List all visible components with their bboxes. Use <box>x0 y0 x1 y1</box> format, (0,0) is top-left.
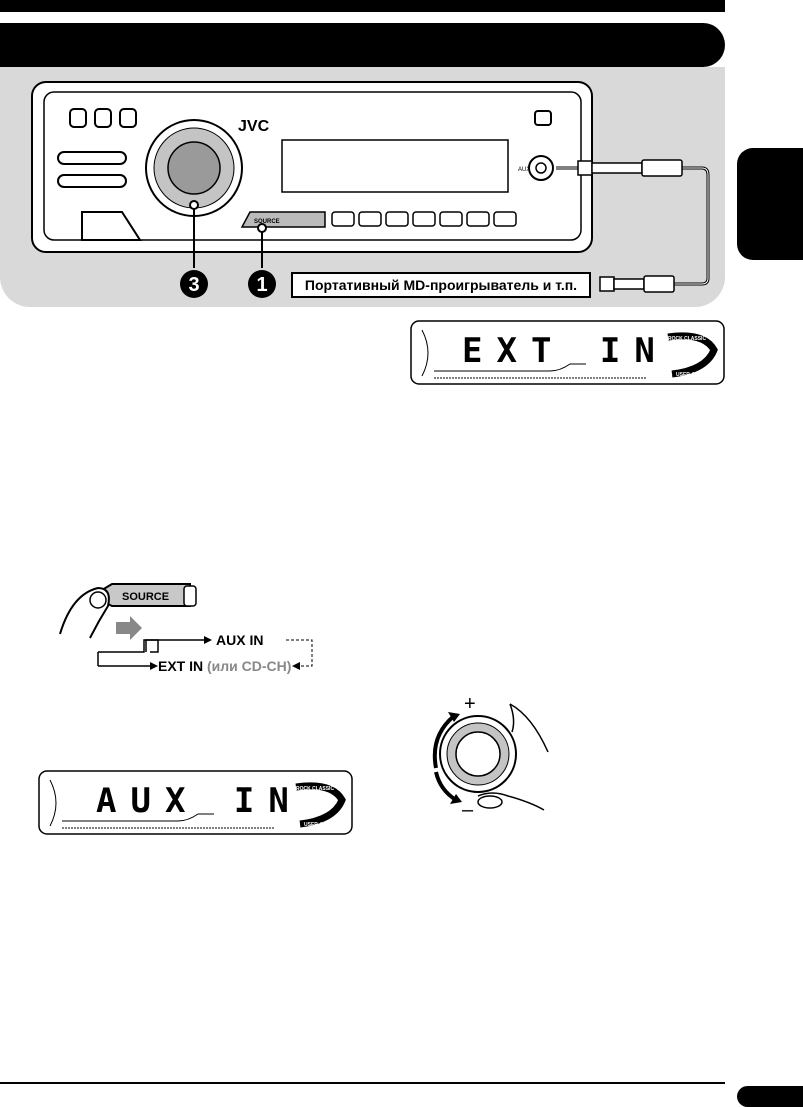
footer-rule <box>0 1082 725 1084</box>
source-button-label-large: SOURCE <box>122 591 169 603</box>
source-button-label: SOURCE <box>254 219 280 225</box>
lcd-aux-in-text: AUX IN <box>96 781 303 821</box>
mode-rock-classic-aux: ROCK CLASSIC <box>296 786 334 792</box>
flow-ext-in: EXT IN (или CD-CH) <box>158 658 291 674</box>
header-rule <box>0 0 725 12</box>
callout-step-1: 1 <box>256 274 267 296</box>
volume-plus-sign: + <box>464 693 476 715</box>
volume-dial-illustration: + – <box>432 693 549 821</box>
language-tab <box>737 148 803 260</box>
lcd-display-ext-in: EXT IN ROCK CLASSIC USER JAZZ <box>410 320 725 385</box>
flow-ext-in-alt: (или CD-CH) <box>207 658 291 674</box>
mode-rock-classic: ROCK CLASSIC <box>668 336 706 342</box>
lcd-display-aux-in: AUX IN ROCK CLASSIC USER JAZZ <box>38 770 353 835</box>
volume-minus-sign: – <box>462 799 474 821</box>
aux-jack-label: AUX <box>518 167 530 173</box>
lcd-ext-in-text: EXT IN <box>462 331 669 371</box>
brand-logo: JVC <box>238 118 270 135</box>
page-number-tab <box>737 1086 803 1107</box>
car-stereo-faceplate: JVC AUX SOURCE 3 1 <box>31 81 710 298</box>
portable-device-label: Портативный MD-проигрыватель и т.п. <box>291 272 591 298</box>
section-title-bar <box>0 23 725 67</box>
source-press-illustration: SOURCE AUX IN EXT IN (или CD-CH) <box>59 583 313 674</box>
flow-ext-in-label: EXT IN <box>158 658 203 674</box>
callout-step-3: 3 <box>188 274 199 296</box>
flow-aux-in: AUX IN <box>216 632 263 648</box>
mode-user-jazz-aux: USER JAZZ <box>304 822 332 828</box>
mode-user-jazz: USER JAZZ <box>676 372 704 378</box>
